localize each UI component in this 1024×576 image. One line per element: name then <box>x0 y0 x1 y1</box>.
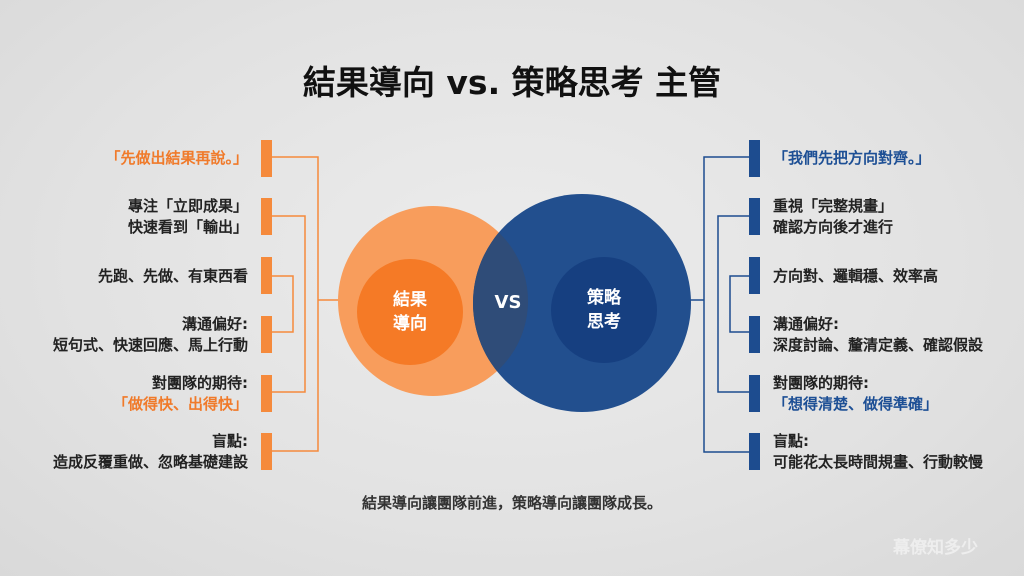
right-bar <box>749 433 760 470</box>
footer-caption: 結果導向讓團隊前進，策略導向讓團隊成長。 <box>361 494 662 512</box>
strategy-inner-circle <box>551 257 657 363</box>
right-item-1: 「我們先把方向對齊。」 <box>773 149 931 167</box>
right-bar <box>749 257 760 294</box>
right-item-2: 重視「完整規畫」確認方向後才進行 <box>773 197 894 236</box>
page-title: 結果導向 vs. 策略思考 主管 <box>302 63 722 102</box>
right-bar <box>749 198 760 235</box>
right-bar <box>749 140 760 177</box>
left-item-2: 專注「立即成果」快速看到「輸出」 <box>127 197 248 236</box>
left-bar <box>261 257 272 294</box>
vs-label: VS <box>494 292 522 313</box>
left-item-5: 對團隊的期待:「做得快、出得快」 <box>112 374 248 413</box>
right-bar <box>749 316 760 353</box>
result-label: 結果導向 <box>393 290 427 334</box>
right-item-5: 對團隊的期待:「想得清楚、做得準確」 <box>773 374 939 413</box>
result-inner-circle <box>357 259 463 365</box>
watermark: 幕僚知多少 <box>893 538 978 558</box>
left-bar <box>261 316 272 353</box>
left-item-4: 溝通偏好:短句式、快速回應、馬上行動 <box>52 315 248 354</box>
right-bar <box>749 375 760 412</box>
right-item-4: 溝通偏好:深度討論、釐清定義、確認假設 <box>773 315 984 354</box>
left-bar <box>261 433 272 470</box>
left-bar <box>261 375 272 412</box>
left-item-1: 「先做出結果再說。」 <box>105 149 248 167</box>
left-item-3: 先跑、先做、有東西看 <box>97 267 248 285</box>
right-item-3: 方向對、邏輯穩、效率高 <box>773 267 939 285</box>
left-bar <box>261 140 272 177</box>
left-bar <box>261 198 272 235</box>
right-item-6: 盲點:可能花太長時間規畫、行動較慢 <box>773 432 984 471</box>
strategy-label: 策略思考 <box>587 288 621 332</box>
left-item-6: 盲點:造成反覆重做、忽略基礎建設 <box>52 432 248 471</box>
